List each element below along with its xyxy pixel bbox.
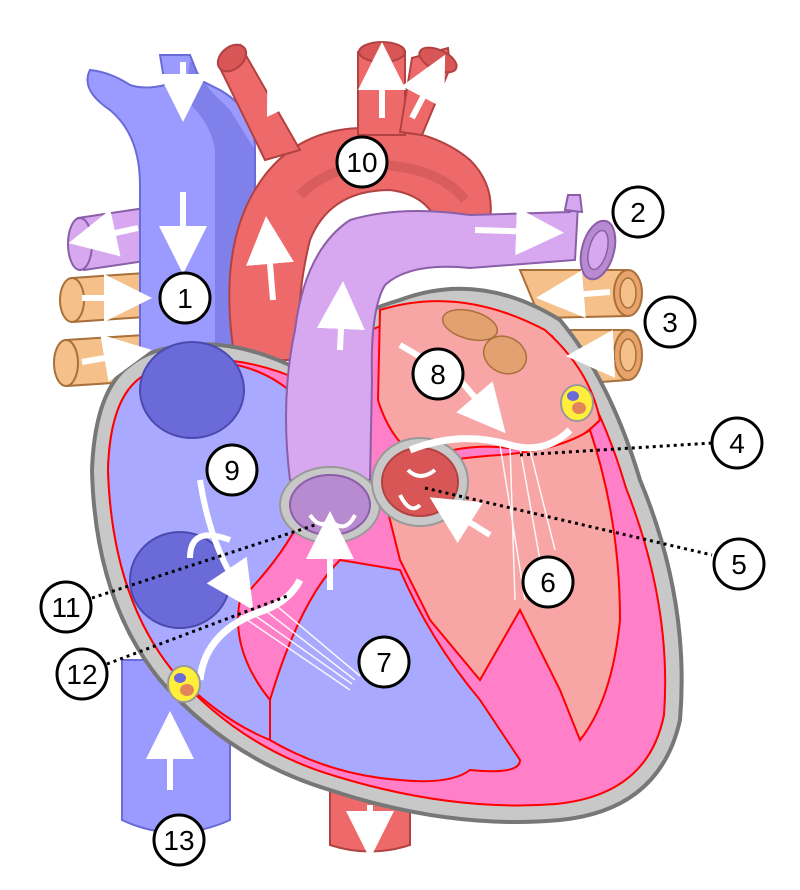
label-9: 9 [205, 443, 259, 497]
tricuspid-valve [196, 578, 361, 691]
label-7: 7 [357, 635, 411, 689]
sa-node [560, 384, 594, 422]
svg-text:5: 5 [731, 549, 747, 580]
label-13: 13 [152, 813, 206, 867]
svg-text:12: 12 [66, 659, 97, 690]
label-8: 8 [411, 347, 465, 401]
pulmonary-valve [279, 466, 381, 544]
label-11: 11 [39, 580, 93, 634]
svg-text:11: 11 [51, 592, 80, 623]
svg-text:8: 8 [430, 359, 446, 390]
svg-text:2: 2 [630, 197, 646, 228]
svg-text:1: 1 [177, 283, 193, 314]
svg-text:6: 6 [540, 567, 556, 598]
svg-text:7: 7 [376, 647, 392, 678]
label-4: 4 [710, 416, 764, 470]
flow-arrows [68, 42, 616, 859]
left-atrium [376, 300, 602, 462]
label-2: 2 [611, 185, 665, 239]
pulmonary-trunk [285, 194, 617, 481]
label-6: 6 [521, 555, 575, 609]
label-12: 12 [55, 647, 109, 701]
svg-text:4: 4 [729, 428, 745, 459]
label-1: 1 [158, 271, 212, 325]
svg-text:10: 10 [346, 147, 377, 178]
svg-text:9: 9 [224, 455, 240, 486]
leader-lines [91, 441, 713, 666]
label-3: 3 [643, 295, 697, 349]
svg-text:13: 13 [163, 825, 194, 856]
label-5: 5 [712, 537, 766, 591]
mitral-valve [408, 427, 573, 601]
label-10: 10 [335, 135, 389, 189]
av-node [167, 665, 201, 703]
svg-text:3: 3 [662, 307, 678, 338]
